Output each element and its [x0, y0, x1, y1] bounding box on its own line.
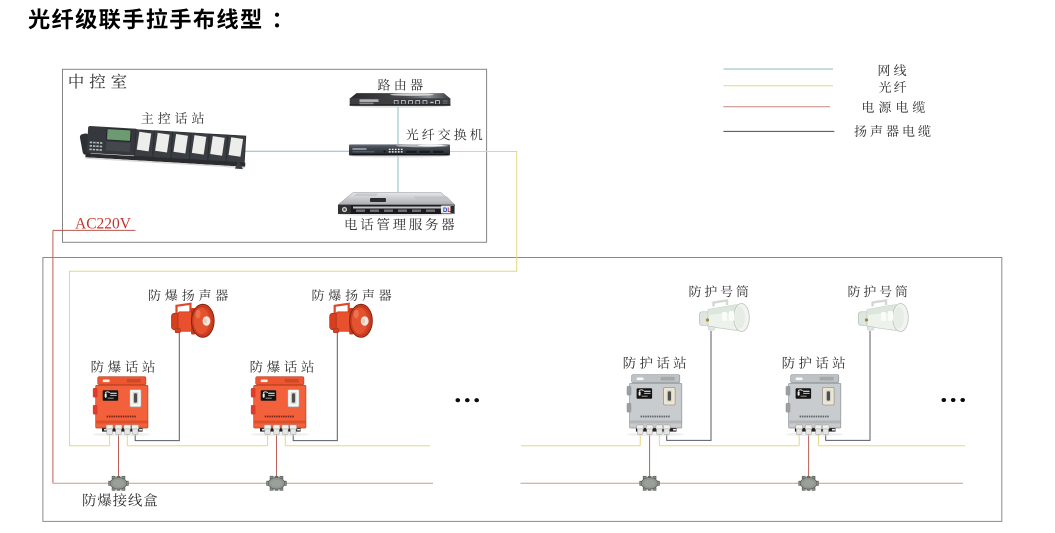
- svg-text:AC220V: AC220V: [75, 216, 132, 233]
- svg-text:DL: DL: [443, 208, 451, 214]
